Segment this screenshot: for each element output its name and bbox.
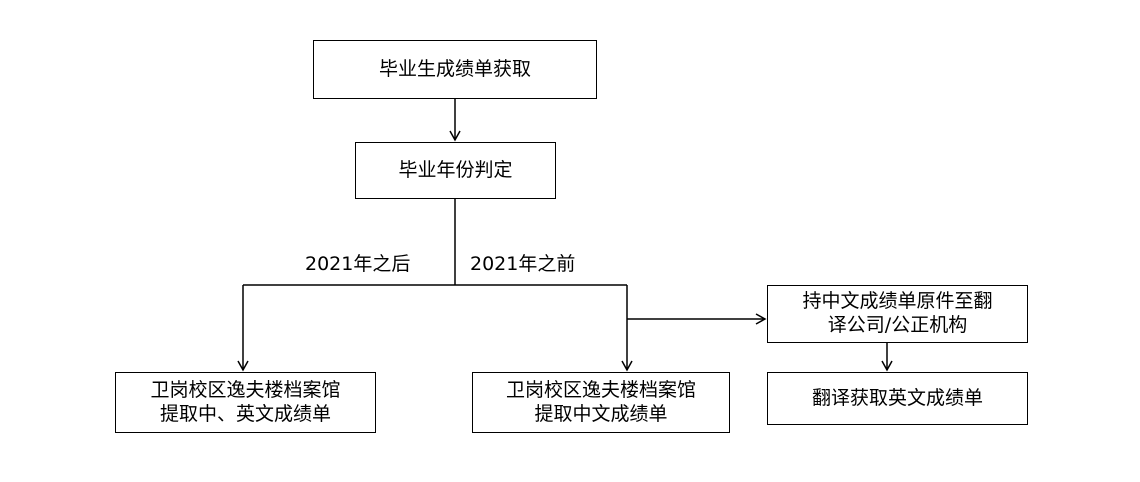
translate-step-box: 持中文成绩单原件至翻 译公司/公正机构 — [767, 285, 1028, 343]
title-box: 毕业生成绩单获取 — [313, 40, 597, 99]
title-box-text: 毕业生成绩单获取 — [378, 57, 531, 80]
branch-label-before-2021: 2021年之前 — [470, 253, 576, 275]
left-result-line1: 卫岗校区逸夫楼档案馆 — [150, 378, 341, 401]
middle-result-box: 卫岗校区逸夫楼档案馆 提取中文成绩单 — [472, 372, 730, 433]
left-result-line2: 提取中、英文成绩单 — [159, 402, 331, 425]
translate-step-line1: 持中文成绩单原件至翻 — [802, 290, 993, 313]
middle-result-line1: 卫岗校区逸夫楼档案馆 — [505, 378, 696, 401]
year-determination-box: 毕业年份判定 — [355, 142, 556, 199]
left-result-box: 卫岗校区逸夫楼档案馆 提取中、英文成绩单 — [115, 372, 376, 433]
final-result-box: 翻译获取英文成绩单 — [767, 372, 1028, 425]
year-determination-text: 毕业年份判定 — [398, 158, 513, 181]
final-result-text: 翻译获取英文成绩单 — [811, 386, 983, 409]
translate-step-line2: 译公司/公正机构 — [827, 314, 968, 336]
branch-label-after-2021: 2021年之后 — [305, 253, 411, 275]
middle-result-line2: 提取中文成绩单 — [534, 402, 668, 425]
